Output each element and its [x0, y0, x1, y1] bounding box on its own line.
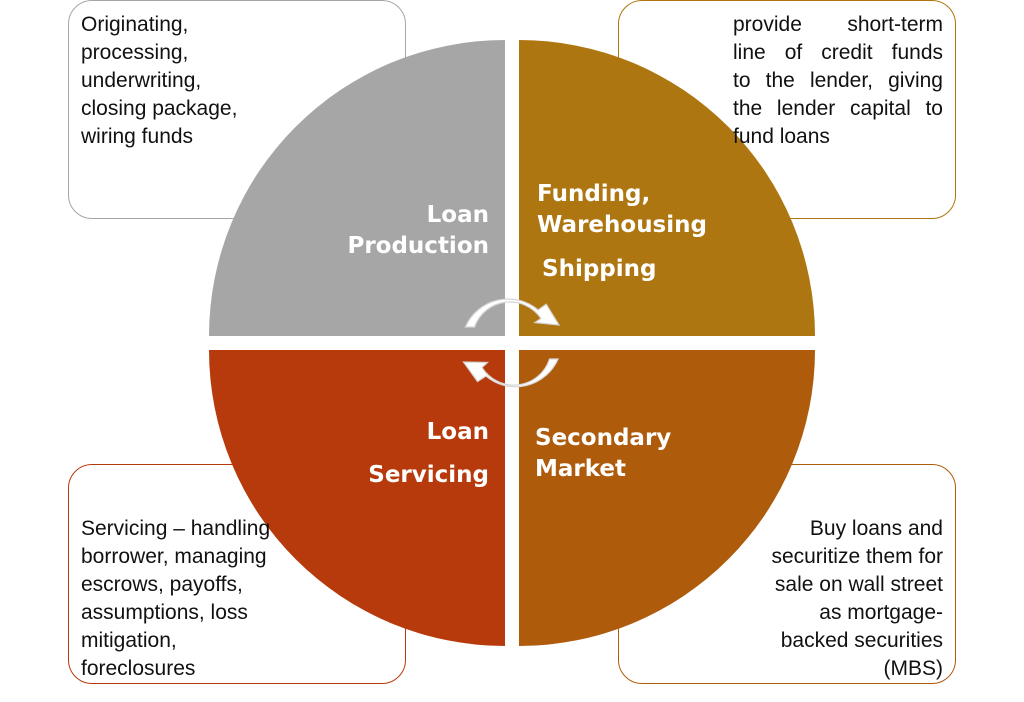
- description-line: Buy loans and: [809, 517, 943, 540]
- quadrant-secondary-market: [519, 350, 815, 646]
- word: giving: [888, 69, 943, 92]
- word: to: [925, 97, 943, 120]
- description-line: fund loans: [733, 125, 830, 148]
- description-line: backed securities: [780, 629, 943, 652]
- word: of: [784, 41, 803, 64]
- word: the: [733, 97, 763, 120]
- word: line: [733, 41, 766, 64]
- description-line: closing package,: [81, 97, 238, 120]
- loan-servicing-description: Servicing – handling borrower, managing …: [81, 515, 270, 683]
- description-line: as mortgage-: [819, 601, 943, 624]
- quadrant-funding: [519, 40, 815, 336]
- description-line: Originating,: [81, 13, 189, 36]
- description-line: underwriting,: [81, 69, 202, 92]
- description-line: wiring funds: [81, 125, 194, 148]
- word: the: [765, 69, 795, 92]
- word: short-term: [847, 13, 943, 36]
- word: capital: [850, 97, 911, 120]
- description-line: processing,: [81, 41, 189, 64]
- description-line: Servicing – handling: [81, 517, 271, 540]
- quadrant-loan-servicing: [209, 350, 505, 646]
- loan-production-label-line-2: Production: [347, 233, 489, 259]
- description-line: mitigation,: [81, 629, 177, 652]
- description-line: foreclosures: [81, 657, 196, 680]
- secondary-market-description: Buy loans and securitize them for sale o…: [733, 515, 943, 683]
- loan-servicing-label-line-1: Loan: [427, 419, 489, 445]
- description-line: borrower, managing: [81, 545, 267, 568]
- description-line: provide short-term: [733, 11, 943, 39]
- description-line: escrows, payoffs,: [81, 573, 243, 596]
- description-line: (MBS): [883, 657, 944, 680]
- loan-servicing-label-line-2: Servicing: [368, 462, 489, 488]
- circular-arrows-icon: [462, 298, 561, 388]
- description-line: securitize them for: [771, 545, 943, 568]
- word: to: [733, 69, 751, 92]
- word: lender: [776, 97, 836, 120]
- secondary-market-label-line-1: Secondary: [535, 425, 671, 451]
- word: funds: [891, 41, 943, 64]
- loan-production-description: Originating, processing, underwriting, c…: [81, 11, 237, 151]
- funding-label-line-2: Warehousing: [537, 212, 707, 238]
- funding-label-line-1: Funding,: [537, 181, 650, 207]
- secondary-market-label-line-2: Market: [535, 456, 626, 482]
- loan-production-label-line-1: Loan: [427, 202, 489, 228]
- description-line: sale on wall street: [774, 573, 943, 596]
- word: provide: [733, 13, 802, 36]
- description-line: assumptions, loss: [81, 601, 248, 624]
- word: credit: [821, 41, 873, 64]
- word: lender,: [809, 69, 873, 92]
- funding-label-line-3: Shipping: [542, 256, 656, 282]
- quadrant-loan-production: [209, 40, 505, 336]
- description-line: the lender capital to: [733, 95, 943, 123]
